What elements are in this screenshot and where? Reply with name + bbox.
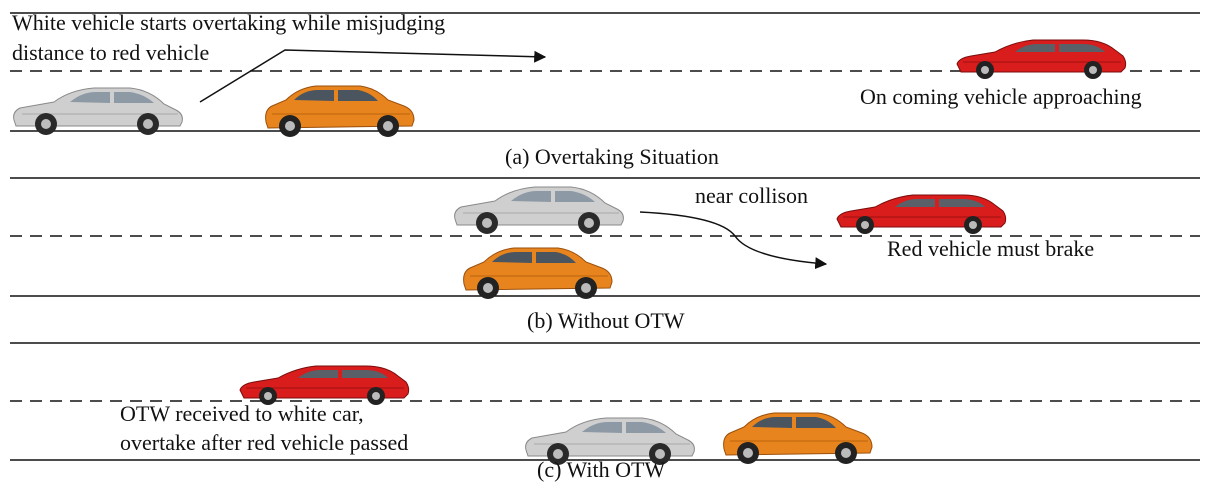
panel-b-brake-label: Red vehicle must brake [887, 236, 1095, 261]
panel-a-caption: (a) Overtaking Situation [505, 144, 719, 169]
red-car-icon [956, 39, 1127, 80]
panel-b-caption: (b) Without OTW [527, 308, 685, 333]
arrow-icon [639, 211, 828, 270]
red-car-icon [836, 194, 1007, 235]
orange-car-icon [463, 247, 613, 300]
white-car-icon [454, 186, 624, 235]
panel-a-note-line2: distance to red vehicle [12, 40, 210, 65]
panel-a-note-line1: White vehicle starts overtaking while mi… [12, 10, 446, 35]
orange-car-icon [723, 412, 873, 465]
panel-a-oncoming-label: On coming vehicle approaching [860, 84, 1142, 109]
red-car-icon [239, 365, 410, 406]
white-car-icon [13, 87, 183, 136]
orange-car-icon [265, 85, 415, 138]
arrow-icon [199, 49, 547, 103]
panel-c-caption: (c) With OTW [537, 457, 666, 482]
panel-b-near-label: near collison [695, 183, 809, 208]
panel-c-otw-line2: overtake after red vehicle passed [120, 430, 409, 455]
panel-c-otw-line1: OTW received to white car, [120, 401, 364, 426]
